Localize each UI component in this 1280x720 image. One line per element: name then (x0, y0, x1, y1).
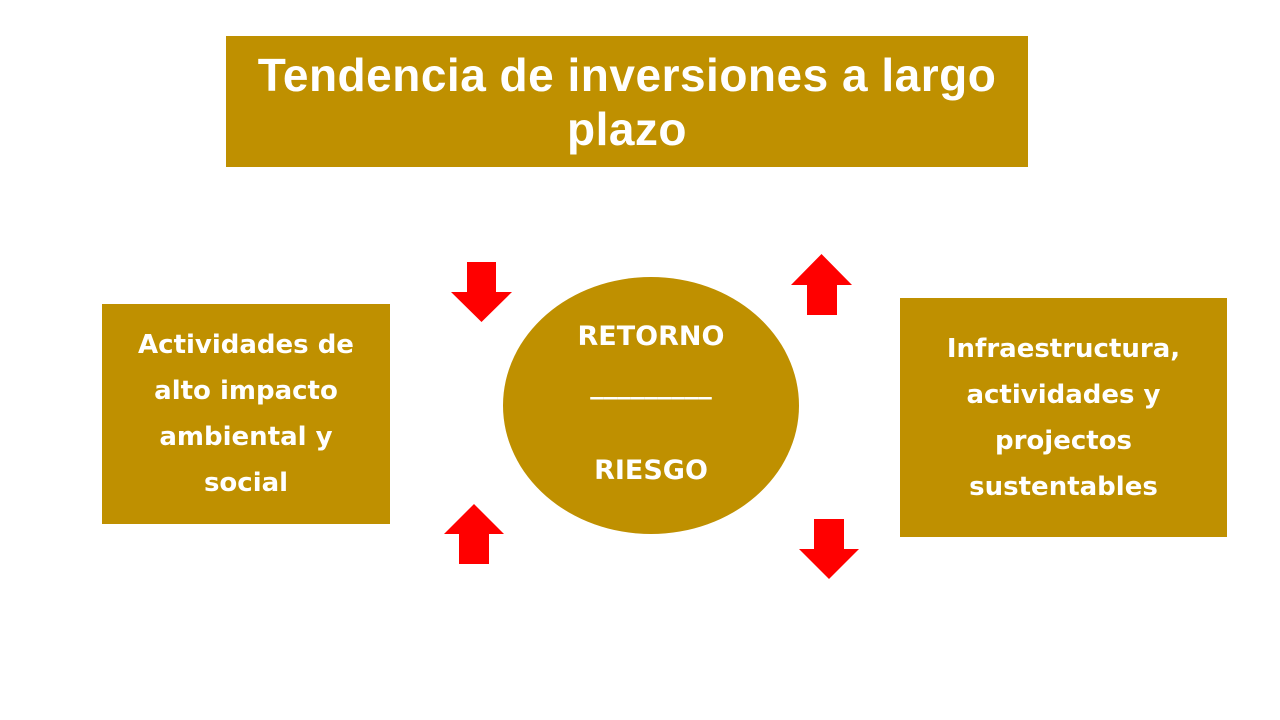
down-arrow-icon (451, 262, 512, 322)
title-banner: Tendencia de inversiones a largo plazo (226, 36, 1028, 167)
risk-label: RIESGO (594, 455, 708, 486)
left-box-text: Actividades de alto impacto ambiental y … (138, 330, 354, 498)
right-box-sustainable: Infraestructura, actividades y projectos… (900, 298, 1227, 537)
return-label: RETORNO (577, 321, 725, 352)
down-arrow-icon (799, 519, 859, 579)
up-arrow-icon (791, 254, 852, 315)
slide-title: Tendencia de inversiones a largo plazo (257, 48, 997, 155)
center-ellipse-return-risk: RETORNO _________ RIESGO (503, 277, 799, 534)
fraction-divider: _________ (590, 369, 712, 400)
left-box-high-impact: Actividades de alto impacto ambiental y … (102, 304, 390, 524)
up-arrow-icon (444, 504, 504, 564)
right-box-text: Infraestructura, actividades y projectos… (946, 333, 1181, 502)
